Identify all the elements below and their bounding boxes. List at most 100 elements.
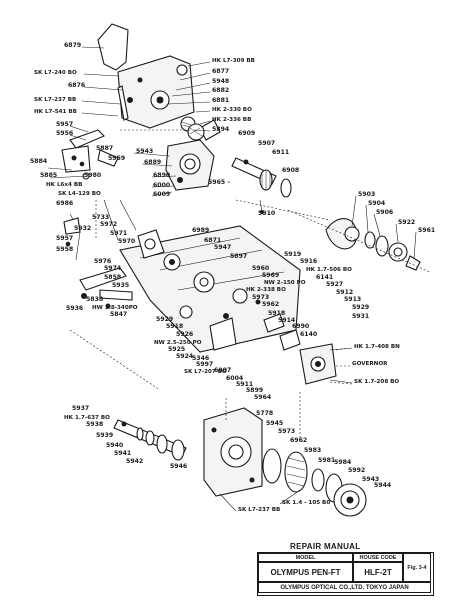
part-label: 6007 — [214, 367, 231, 374]
release-lever — [63, 213, 133, 309]
part-label: 5918 — [166, 323, 183, 330]
part-label: 6000 — [153, 182, 171, 189]
part-label: 5980 — [84, 172, 102, 179]
part-label: 5910 — [258, 210, 276, 217]
part-label: SK L4-129 BO — [58, 191, 101, 197]
part-label: 5858 — [104, 274, 121, 281]
part-label: HK L7-541 BB — [34, 109, 77, 115]
part-label: 5961 — [418, 227, 435, 234]
part-label: HK 1.7-408 BN — [354, 344, 400, 350]
cocking-gear-block — [165, 119, 221, 191]
figure-number: Fig. 3-4 — [403, 553, 431, 582]
part-label: 6876 — [68, 82, 85, 89]
part-label: 5847 — [110, 311, 127, 318]
part-label: 5943 — [136, 148, 153, 155]
leader-lines — [69, 46, 417, 512]
part-label: 6871 — [204, 237, 221, 244]
part-label: 5940 — [106, 442, 124, 449]
part-label: 5906 — [376, 209, 393, 216]
house-code: HLF-2T — [353, 562, 403, 582]
part-label: 5927 — [326, 281, 343, 288]
part-label: 6890 — [153, 172, 171, 179]
part-label: HK 2-330 BO — [212, 107, 252, 113]
part-label: HK 1.7-637 BO — [64, 415, 110, 421]
speed-cam-housing — [203, 407, 367, 517]
part-label: SK L7-207 BO — [184, 369, 227, 375]
part-label: 5972 — [100, 221, 117, 228]
part-label: 6908 — [282, 167, 299, 174]
right-washer-group — [287, 209, 431, 273]
part-label: NW 2-150 PO — [264, 280, 306, 286]
part-label: 5981 — [318, 457, 335, 464]
part-label: HK 2-338 BO — [246, 287, 286, 293]
main-mechanism-plate — [119, 225, 301, 353]
part-label: 5931 — [352, 313, 369, 320]
part-label: 6990 — [292, 323, 310, 330]
part-label: 5838 — [86, 296, 103, 303]
part-label: 6986 — [56, 200, 73, 207]
part-label: 5945 — [266, 420, 283, 427]
model-header: MODEL — [258, 553, 353, 562]
part-label: HK L6x4 BB — [46, 182, 82, 188]
part-label: SK L7-240 BO — [34, 70, 77, 76]
part-label: 5922 — [398, 219, 415, 226]
part-label: 5907 — [258, 140, 275, 147]
part-label: 5964 — [254, 394, 272, 401]
part-label: 5957 — [56, 121, 73, 128]
part-label: 5957 — [56, 235, 73, 242]
part-label: 6004 — [226, 375, 244, 382]
part-label: 5884 — [30, 158, 48, 165]
part-label: 5919 — [284, 251, 301, 258]
part-label: 5956 — [56, 130, 73, 137]
title-block: MODEL HOUSE CODE OLYMPUS PEN-FT HLF-2T F… — [257, 552, 434, 596]
part-label: 5944 — [374, 482, 392, 489]
part-label: 6962 — [290, 437, 307, 444]
part-label: 5929 — [352, 304, 369, 311]
part-label: 6009 — [153, 191, 170, 198]
part-label: SK L7-237 BB — [34, 97, 76, 103]
part-label: 5992 — [348, 467, 365, 474]
part-label: 6881 — [212, 97, 229, 104]
part-label: 5925 — [168, 346, 185, 353]
part-label: 5973 — [252, 294, 269, 301]
part-label: 5959 — [108, 155, 125, 162]
part-label: HK 2-336 BB — [212, 117, 251, 123]
part-label: 6911 — [272, 149, 289, 156]
part-label: 6140 — [300, 331, 318, 338]
part-label: 6989 — [192, 227, 209, 234]
part-label: 5939 — [96, 432, 113, 439]
part-label: 5926 — [176, 331, 193, 338]
part-label: 5983 — [304, 447, 321, 454]
part-label: 5971 — [110, 230, 127, 237]
part-label: 5965 - — [208, 179, 230, 186]
repair-manual-heading: REPAIR MANUAL — [290, 542, 361, 551]
part-label: 5997 — [196, 361, 213, 368]
part-label: 5947 — [214, 244, 231, 251]
part-label: 6879 — [64, 42, 81, 49]
part-label: 5946 — [170, 463, 187, 470]
part-label: 5914 — [278, 317, 296, 324]
part-label: 5970 — [118, 238, 136, 245]
part-label: 5958 — [56, 246, 73, 253]
part-label: 6882 — [212, 87, 229, 94]
part-label: 5903 — [358, 191, 375, 198]
part-label: HK 1.7-506 BO — [306, 267, 352, 273]
part-label: 5941 — [114, 450, 131, 457]
part-label: 5973 — [278, 428, 295, 435]
part-label: HW 1.8-340PO — [92, 305, 138, 311]
part-label: 5984 — [334, 459, 352, 466]
part-label: 5936 — [66, 305, 83, 312]
part-label: 5924 — [176, 353, 194, 360]
part-label: 5778 — [256, 410, 273, 417]
part-label: 5942 — [126, 458, 143, 465]
part-label: 5912 — [336, 289, 353, 296]
house-code-header: HOUSE CODE — [353, 553, 403, 562]
part-label: 6889 — [144, 159, 161, 166]
top-plate-assembly — [97, 23, 196, 132]
part-label: 6909 — [238, 130, 255, 137]
part-label: 5885 — [40, 172, 57, 179]
part-label: 5962 — [262, 301, 279, 308]
part-label: NW 2.5-250 PO — [154, 340, 202, 346]
part-number-labels: 6879 SK L7-240 BO 6876 SK L7-237 BB HK L7-54… — [30, 42, 435, 513]
part-label: 5899 — [246, 387, 263, 394]
